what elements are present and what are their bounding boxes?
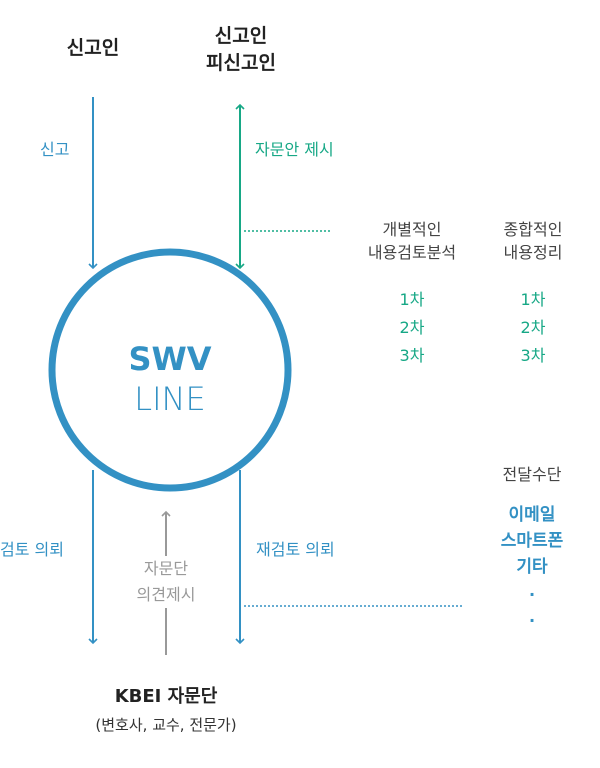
reporter-reported-line1: 신고인 — [214, 25, 268, 47]
comprehensive-round-2: 2차 — [520, 318, 546, 337]
committee-name: KBEI 자문단 — [114, 686, 218, 707]
swv-title: SWV — [128, 340, 212, 378]
swv-line-circle — [48, 248, 292, 492]
individual-heading-line1: 개별적인 — [382, 220, 442, 239]
delivery-method-smartphone: 스마트폰 — [500, 531, 564, 551]
individual-rounds: 1차 2차 3차 — [382, 286, 442, 370]
individual-round-2: 2차 — [399, 318, 425, 337]
reporter-reported-label: 신고인 피신고인 — [196, 23, 286, 77]
individual-heading-line2: 내용검토분석 — [367, 243, 457, 262]
committee-members: (변호사, 교수, 전문가) — [95, 716, 237, 734]
delivery-heading: 전달수단 — [502, 465, 562, 484]
committee-opinion-line2: 의견제시 — [136, 585, 196, 604]
delivery-method-other: 기타 — [516, 557, 548, 577]
individual-analysis-heading: 개별적인 내용검토분석 — [352, 218, 472, 264]
comprehensive-heading-line1: 종합적인 — [503, 220, 563, 239]
reporter-reported-line2: 피신고인 — [206, 52, 276, 74]
report-label: 신고 — [40, 140, 70, 159]
advisory-proposal-label: 자문안 제시 — [255, 140, 334, 159]
comprehensive-round-1: 1차 — [520, 290, 546, 309]
committee-opinion-label: 자문단 의견제시 — [121, 556, 211, 608]
delivery-methods: 이메일 스마트폰 기타 — [482, 502, 582, 580]
ellipsis-dot-2: · — [528, 611, 536, 630]
re-review-request-label: 재검토 의뢰 — [256, 540, 335, 559]
committee-opinion-line1: 자문단 — [143, 559, 189, 578]
individual-round-1: 1차 — [399, 290, 425, 309]
individual-round-3: 3차 — [399, 346, 425, 365]
delivery-method-email: 이메일 — [508, 505, 556, 525]
comprehensive-heading-line2: 내용정리 — [503, 243, 563, 262]
reporter-label: 신고인 — [66, 37, 120, 59]
review-request-label: 검토 의뢰 — [0, 540, 64, 559]
comprehensive-rounds: 1차 2차 3차 — [503, 286, 563, 370]
comprehensive-analysis-heading: 종합적인 내용정리 — [488, 218, 578, 264]
delivery-ellipsis: · · — [482, 582, 582, 634]
line-subtitle: LINE — [134, 380, 206, 418]
ellipsis-dot-1: · — [528, 585, 536, 604]
comprehensive-round-3: 3차 — [520, 346, 546, 365]
